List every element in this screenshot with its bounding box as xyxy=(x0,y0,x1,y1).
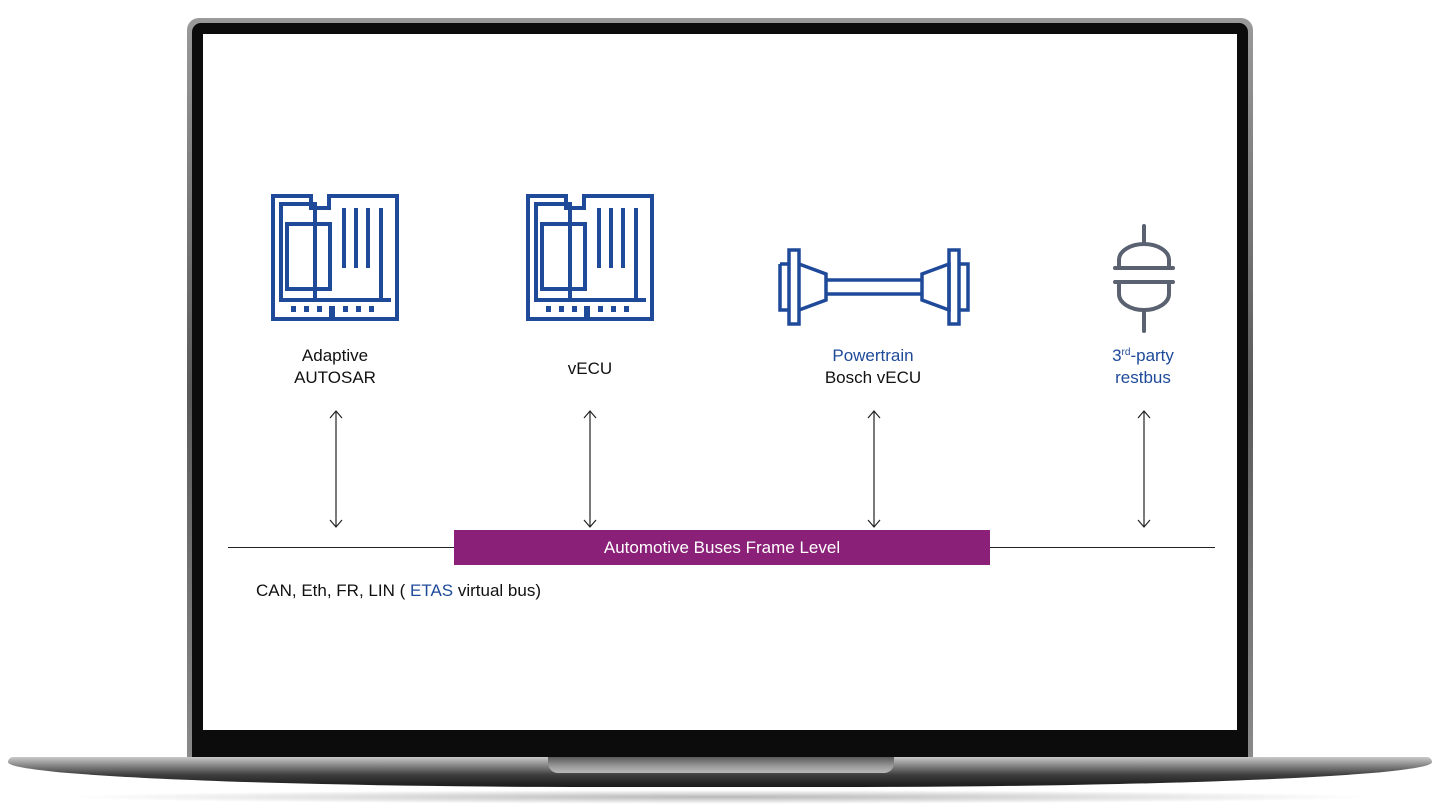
bidirectional-arrow xyxy=(583,410,597,528)
node-label-line: Bosch vECU xyxy=(824,368,922,387)
node-label-line: restbus xyxy=(1115,368,1171,387)
laptop-shadow xyxy=(60,790,1380,804)
laptop-hinge-notch xyxy=(548,757,894,773)
bus-caption-highlight: ETAS xyxy=(409,581,454,600)
node-label-line: 3rd-party xyxy=(1083,345,1203,367)
node-label-line: Adaptive xyxy=(301,346,369,365)
node-label-restbus: 3rd-party restbus xyxy=(1083,345,1203,389)
bus-caption: CAN, Eth, FR, LIN ( ETAS virtual bus) xyxy=(256,581,541,601)
laptop-screen: Adaptive AUTOSAR vECU Powertrain Bosch v… xyxy=(203,34,1237,730)
bus-caption-suffix: virtual bus) xyxy=(453,581,541,600)
bidirectional-arrow xyxy=(329,410,343,528)
connection-arrows xyxy=(329,410,1151,528)
ordinal-suffix: rd xyxy=(1121,347,1131,358)
node-label-line: Powertrain xyxy=(832,346,914,365)
plug-icon xyxy=(1113,224,1175,333)
bus-caption-prefix: CAN, Eth, FR, LIN ( xyxy=(256,581,406,600)
ecu-board-icon xyxy=(526,194,654,321)
node-label-vecu: vECU xyxy=(530,358,650,380)
node-label-line: vECU xyxy=(567,359,613,378)
node-label-line: AUTOSAR xyxy=(294,368,376,387)
node-label-part: -party xyxy=(1130,346,1174,365)
bus-bar: Automotive Buses Frame Level xyxy=(454,530,990,565)
bidirectional-arrow xyxy=(1137,410,1151,528)
bidirectional-arrow xyxy=(867,410,881,528)
bus-bar-label: Automotive Buses Frame Level xyxy=(603,537,841,557)
cable-connector-icon xyxy=(778,248,970,326)
node-label-part: 3 xyxy=(1112,346,1122,365)
ecu-board-icon xyxy=(271,194,399,321)
node-label-adaptive-autosar: Adaptive AUTOSAR xyxy=(275,345,395,389)
node-label-powertrain: Powertrain Bosch vECU xyxy=(803,345,943,389)
